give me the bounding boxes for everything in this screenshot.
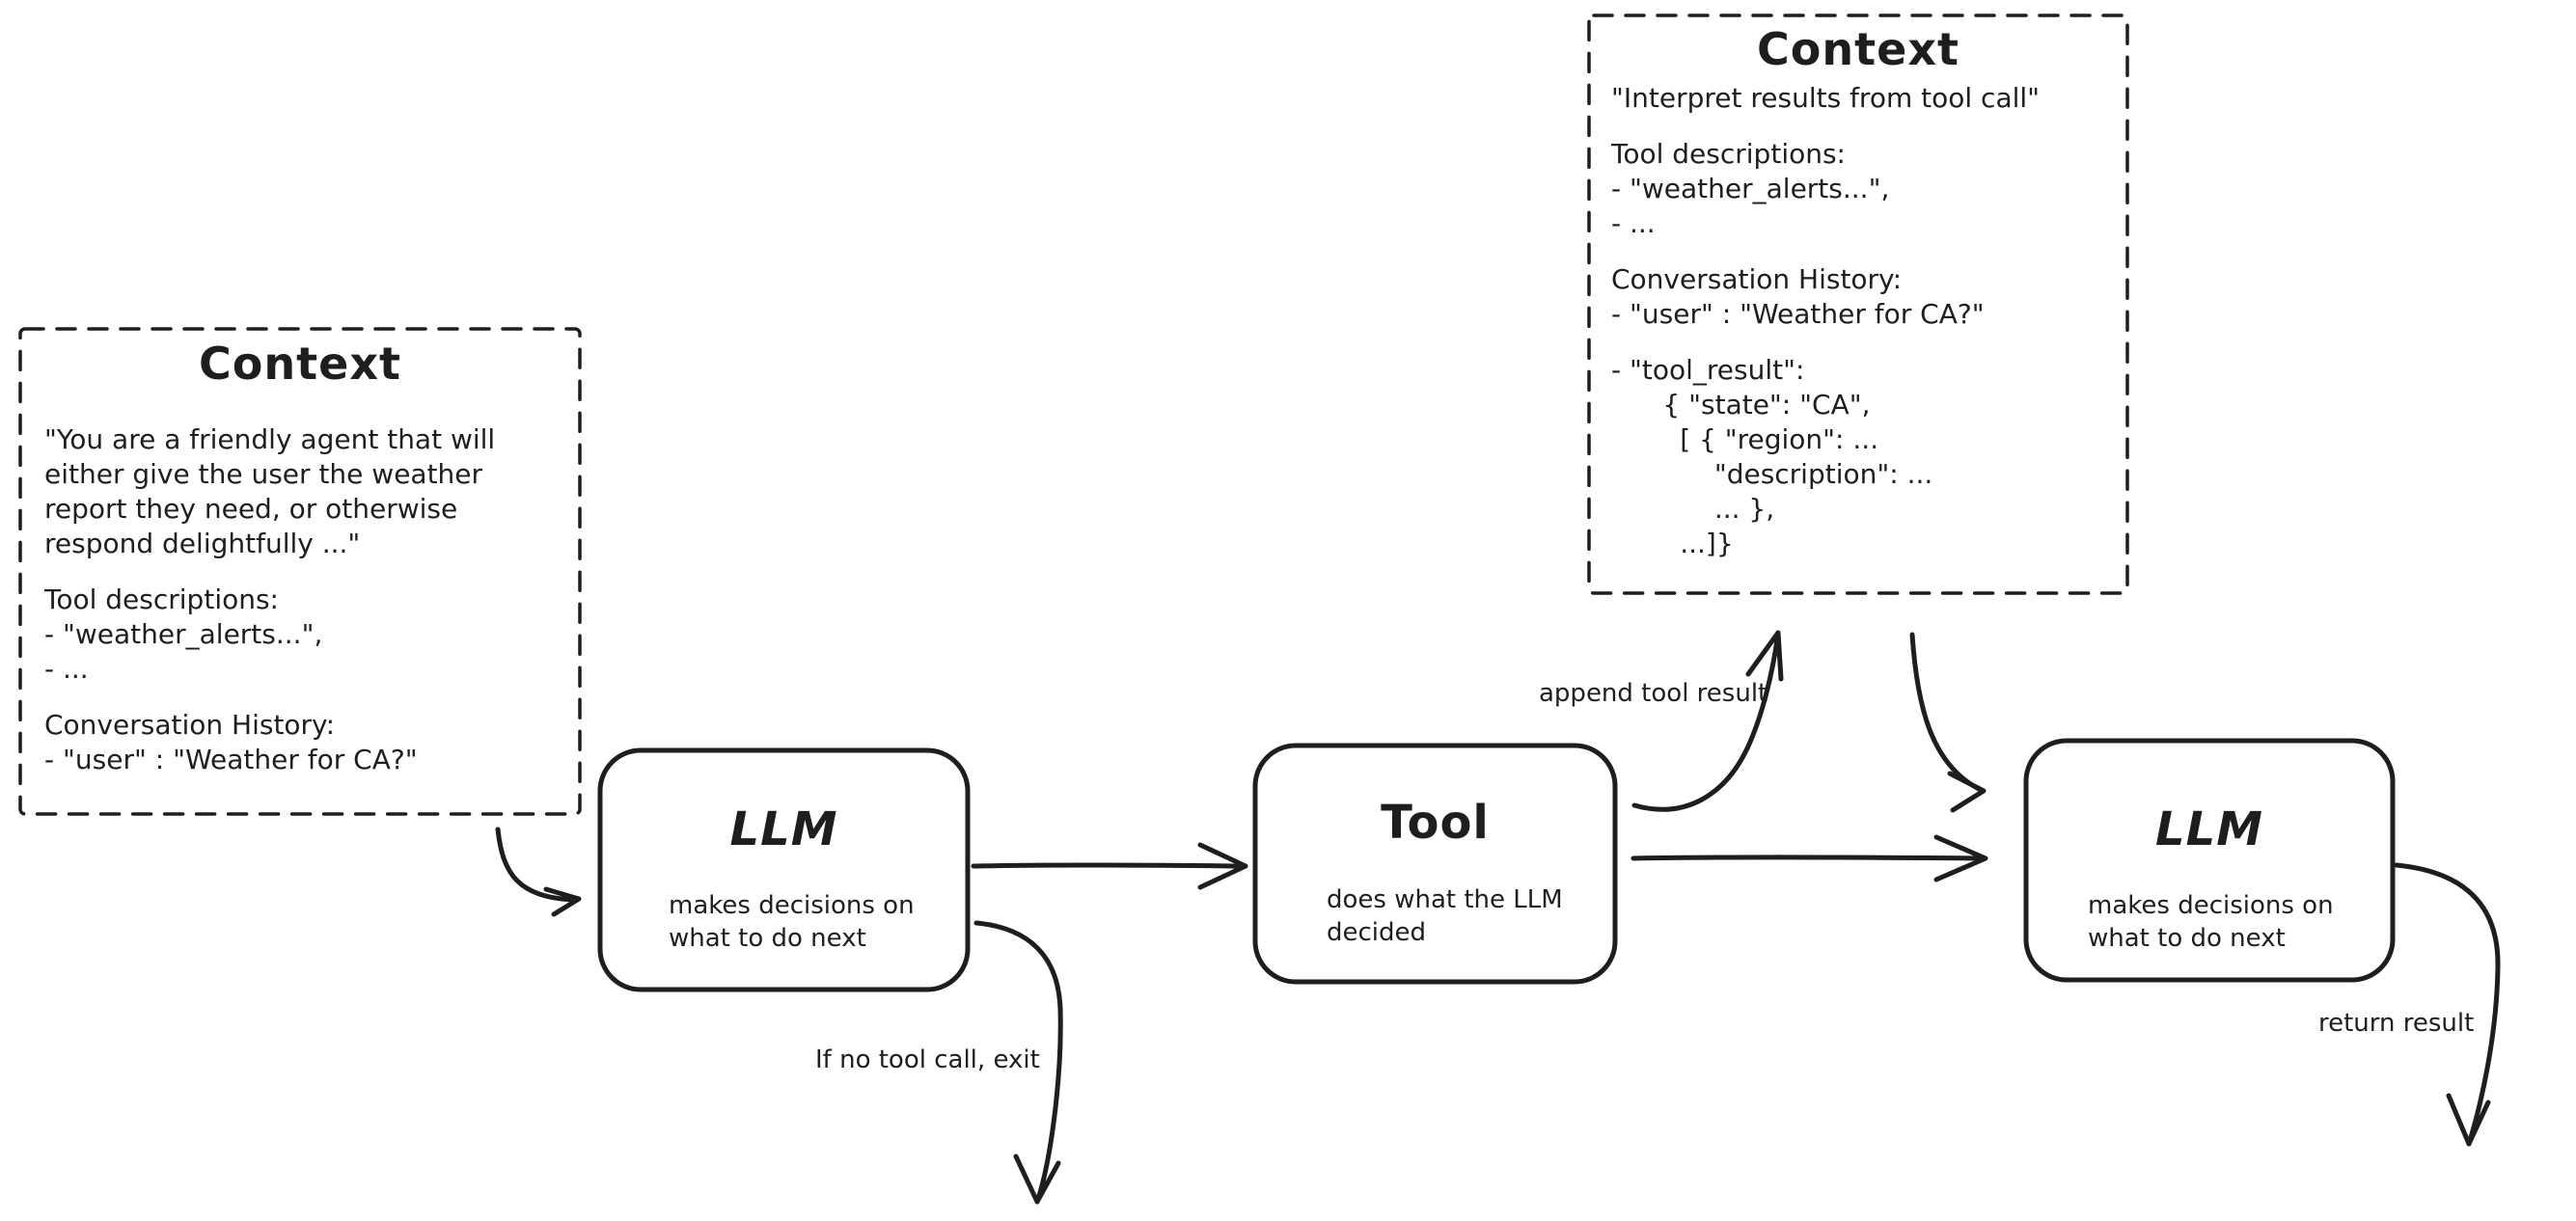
edge-label-append-tool-result: append tool result [1539,679,1768,708]
arrow-llm-first-exit [973,920,1063,1205]
arrowhead-tool-to-context-top [1745,630,1784,682]
context-left-body: "You are a friendly agent that will eith… [44,422,570,799]
arrow-tool-to-llm-second [1631,855,1985,861]
arrow-context-top-to-llm-second [1909,632,1984,793]
edge-label-if-no-tool-call-exit: If no tool call, exit [815,1045,1040,1074]
tool-title: Tool [1381,796,1490,850]
context-top-system-prompt: "Interpret results from tool call" [1611,82,2041,114]
arrow-llm-second-return [2394,862,2501,1147]
llm-second-subtitle: makes decisions on what to do next [2088,891,2334,953]
arrow-llm-first-to-tool [971,862,1244,869]
context-left-conversation-history: Conversation History: - "user" : "Weathe… [44,709,418,775]
tool-subtitle: does what the LLM decided [1327,885,1563,947]
ink-group [18,14,2501,1205]
context-top-title: Context [1757,23,1959,75]
arrowhead-llm-second-return [2446,1093,2491,1147]
llm-first-box-outline [597,747,971,992]
context-left-system-prompt: "You are a friendly agent that will eith… [44,423,496,559]
context-left-title: Context [199,338,401,390]
arrow-tool-to-context-top [1631,631,1781,812]
llm-first-subtitle: makes decisions on what to do next [669,891,915,953]
context-top-conversation-history: Conversation History: - "user" : "Weathe… [1611,263,1985,330]
arrow-context-left-to-llm-first [495,827,579,903]
llm-second-box-outline [2023,738,2396,983]
arrowhead-context-left-to-llm-first [543,886,582,917]
context-left-box-outline [18,327,582,816]
context-left-tool-descriptions: Tool descriptions: - "weather_alerts..."… [44,583,323,685]
context-top-tool-result: - "tool_result": { "state": "CA", [ { "r… [1611,354,1933,559]
context-top-tool-descriptions: Tool descriptions: - "weather_alerts..."… [1611,138,1890,239]
arrowhead-tool-to-llm-second [1933,834,1988,882]
llm-second-title: LLM [2155,802,2263,856]
arrowhead-llm-first-exit [1013,1153,1061,1205]
context-top-box-outline [1587,14,2129,595]
arrowhead-llm-first-to-tool [1197,842,1248,890]
tool-box-outline [1252,743,1618,985]
edge-label-return-result: return result [2318,1009,2475,1038]
context-top-body: "Interpret results from tool call" Tool … [1611,81,2118,583]
arrowhead-context-top-to-llm-second [1947,771,1987,813]
llm-first-title: LLM [729,802,838,856]
